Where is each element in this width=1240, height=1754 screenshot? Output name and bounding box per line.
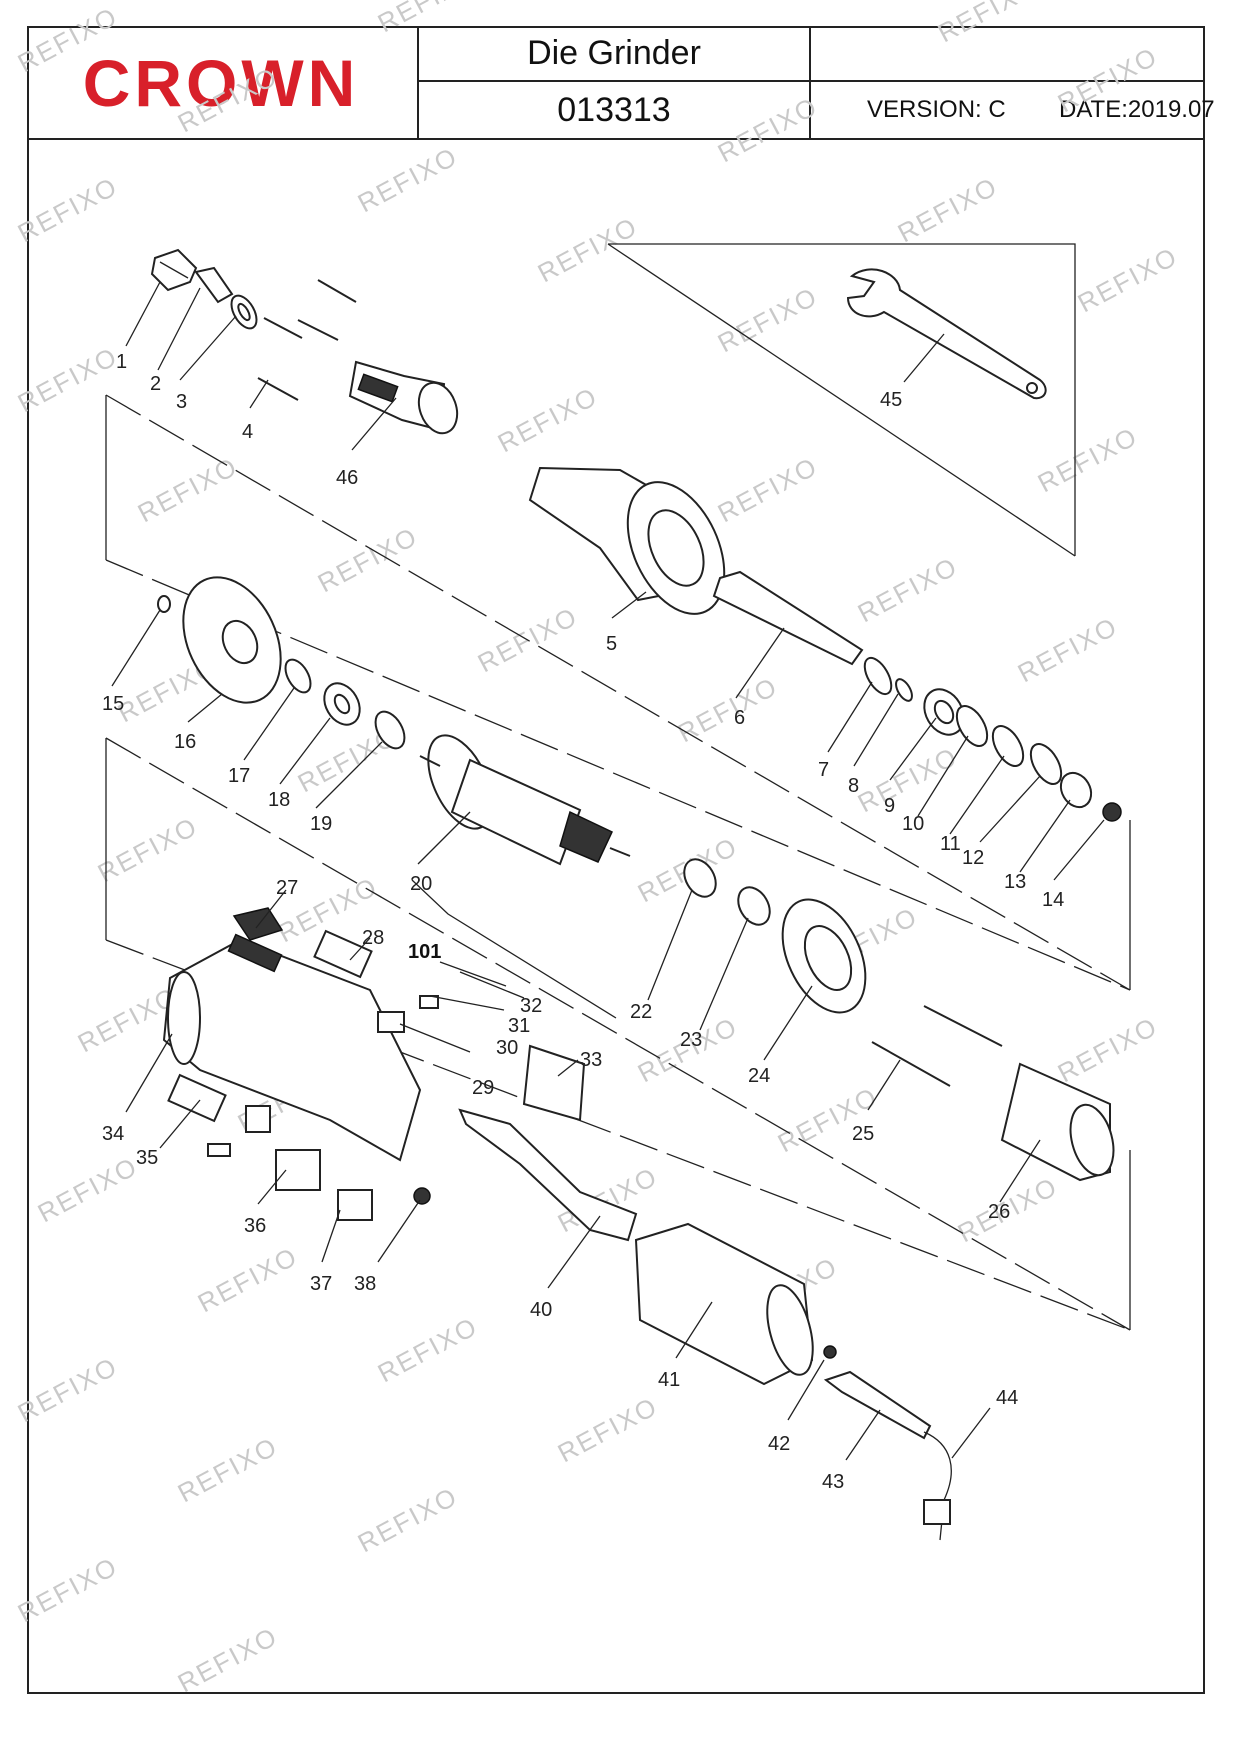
callout-6: 6	[734, 707, 745, 729]
part-16-bearing-plate	[157, 576, 282, 704]
wrench-box-top	[608, 243, 1076, 556]
callout-31: 31	[508, 1015, 530, 1037]
part-45-wrench	[846, 268, 1047, 400]
callout-2: 2	[150, 373, 161, 395]
callout-101: 101	[408, 941, 441, 963]
callout-24: 24	[748, 1065, 770, 1087]
callout-37: 37	[310, 1273, 332, 1295]
version-label: VERSION: C	[867, 96, 1006, 123]
part-46-nose-cap	[348, 360, 459, 435]
crown-logo: CROWN	[59, 46, 383, 118]
part-25-screws	[871, 1005, 1003, 1087]
callout-30: 30	[496, 1037, 518, 1059]
callout-27: 27	[276, 877, 298, 899]
part-3-washer	[230, 294, 258, 330]
wrench-box-diagonal	[607, 243, 1076, 557]
callout-5: 5	[606, 633, 617, 655]
part-41-rear-cover	[634, 1222, 814, 1386]
part-5-housing	[528, 466, 726, 615]
callout-4: 4	[242, 421, 253, 443]
callout-17: 17	[228, 765, 250, 787]
logo-cell: CROWN	[27, 26, 419, 138]
section-outlines	[105, 243, 1131, 1331]
callout-32: 32	[520, 995, 542, 1017]
part-34-motor-housing	[162, 933, 422, 1162]
callout-44: 44	[996, 1387, 1018, 1409]
part-22-23-bearings	[683, 858, 771, 926]
callout-10: 10	[902, 813, 924, 835]
part-2-collet	[194, 266, 234, 304]
callout-34: 34	[102, 1123, 124, 1145]
callout-labels: 1 2 3 4 5 6 7 8 9 10 11 12 13 14 15 16 1…	[102, 351, 1064, 1493]
title-block: CROWN Die Grinder 013313 VERSION: C DATE…	[27, 26, 1215, 140]
callout-33: 33	[580, 1049, 602, 1071]
callout-14: 14	[1042, 889, 1064, 911]
callout-1: 1	[116, 351, 127, 373]
blank-cell	[811, 26, 1203, 82]
callout-20: 20	[410, 873, 432, 895]
screws-top	[257, 279, 357, 401]
part-20-armature	[419, 734, 631, 866]
callout-35: 35	[136, 1147, 158, 1169]
leader-lines	[111, 281, 1105, 1461]
bearings-left	[284, 658, 406, 750]
model-number: 013313	[419, 82, 811, 138]
callout-36: 36	[244, 1215, 266, 1237]
part-26-stator	[1000, 1062, 1115, 1182]
section-dash-lower	[105, 737, 1131, 1331]
callout-43: 43	[822, 1471, 844, 1493]
section-dash-upper	[105, 394, 1131, 991]
small-parts	[167, 907, 638, 1242]
callout-29: 29	[472, 1077, 494, 1099]
callout-38: 38	[354, 1273, 376, 1295]
callout-22: 22	[630, 1001, 652, 1023]
callout-11: 11	[940, 833, 961, 855]
part-42-44-cord	[823, 1345, 952, 1541]
callout-26: 26	[988, 1201, 1010, 1223]
callout-13: 13	[1004, 871, 1026, 893]
callout-40: 40	[530, 1299, 552, 1321]
meta-cell: VERSION: C DATE:2019.07	[811, 82, 1215, 138]
callout-9: 9	[884, 795, 895, 817]
callout-19: 19	[310, 813, 332, 835]
callout-3: 3	[176, 391, 187, 413]
logo-text: CROWN	[83, 46, 360, 118]
drawing-frame	[27, 26, 1205, 1694]
callout-28: 28	[362, 927, 384, 949]
callout-25: 25	[852, 1123, 874, 1145]
bearings-right	[863, 656, 1122, 822]
date-label: DATE:2019.07	[1059, 96, 1215, 123]
callout-42: 42	[768, 1433, 790, 1455]
part-24-baffle	[781, 898, 867, 1014]
part-6-spindle	[712, 570, 864, 666]
callout-41: 41	[658, 1369, 680, 1391]
callout-46: 46	[336, 467, 358, 489]
callout-15: 15	[102, 693, 124, 715]
product-title: Die Grinder	[419, 26, 811, 82]
callout-45: 45	[880, 389, 902, 411]
callout-23: 23	[680, 1029, 702, 1051]
callout-8: 8	[848, 775, 859, 797]
callout-16: 16	[174, 731, 196, 753]
callout-12: 12	[962, 847, 984, 869]
part-1-collet-nut	[150, 248, 198, 292]
callout-18: 18	[268, 789, 290, 811]
callout-7: 7	[818, 759, 829, 781]
